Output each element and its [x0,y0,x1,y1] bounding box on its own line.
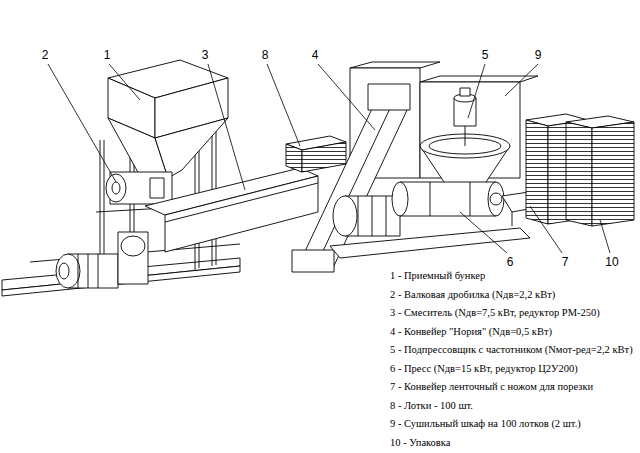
callout-number: 6 [505,255,516,269]
parts-list-item: 7 - Конвейер ленточный с ножом для порез… [390,381,593,394]
parts-list-item: 8 - Лотки - 100 шт. [390,400,473,413]
leader-lines [48,64,610,253]
callout-number: 5 [480,48,491,62]
callout-number: 10 [603,255,620,269]
packed-tray-stacks [526,114,634,226]
callout-number: 1 [102,48,113,62]
roller-crusher [106,172,172,204]
receiving-hopper [108,60,228,178]
callout-number: 2 [40,48,51,62]
callout-number: 8 [260,48,271,62]
parts-list-item: 1 - Приемный бункер [390,270,485,283]
mixer-motor [56,232,148,288]
parts-list-item: 4 - Конвейер "Нория" (Nдв=0,5 кВт) [390,326,552,339]
callout-number: 3 [200,48,211,62]
tray-stack [286,136,346,172]
parts-list-item: 3 - Смеситель (Nдв=7,5 кВт, редуктор РМ-… [390,307,600,320]
callout-number: 9 [533,48,544,62]
parts-list-item: 10 - Упаковка [390,437,450,450]
parts-list-item: 6 - Пресс (Nдв=15 кВт, редуктор Ц2У200) [390,363,578,376]
parts-list-item: 9 - Сушильный шкаф на 100 лотков (2 шт.) [390,418,581,431]
callout-number: 7 [560,255,571,269]
parts-list-item: 5 - Подпрессовщик с частотником (Nмот-ре… [390,344,633,357]
pre-press-feeder [420,88,510,188]
press [392,182,504,216]
mixer-trough [145,168,318,252]
callout-number: 4 [310,48,321,62]
parts-list-item: 2 - Валковая дробилка (Nдв=2,2 кВт) [390,289,555,302]
